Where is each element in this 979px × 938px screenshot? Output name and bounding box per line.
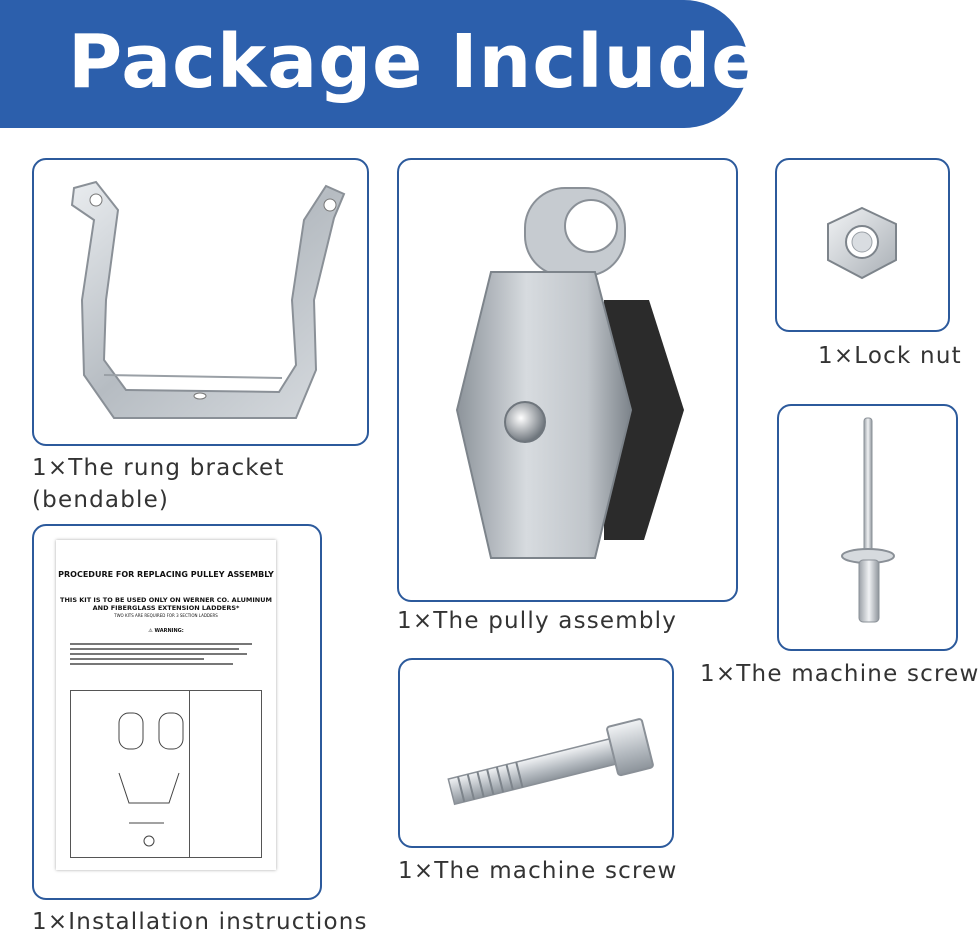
header-banner: Package Include: [0, 0, 761, 128]
document-warning: ⚠ WARNING:: [56, 628, 276, 634]
rung-bracket-caption-line1: 1×The rung bracket: [32, 455, 285, 481]
lock-nut-card: [775, 158, 950, 332]
document-warning-label: WARNING:: [154, 628, 184, 634]
components-table: [70, 690, 262, 858]
rung-bracket-caption-line2: (bendable): [32, 487, 170, 513]
rung-bracket-image: [70, 180, 346, 419]
document-note: TWO KITS ARE REQUIRED FOR 3 SECTION LADD…: [114, 613, 218, 618]
rung-bracket-caption: 1×The rung bracket (bendable): [32, 452, 362, 516]
instructions-caption: 1×Installation instructions: [32, 909, 368, 935]
lock-nut-image: [827, 206, 897, 280]
components-sketch: [118, 712, 184, 847]
machine-screw-card: [398, 658, 674, 848]
instructions-card: PROCEDURE FOR REPLACING PULLEY ASSEMBLY …: [32, 524, 322, 900]
rung-bracket-card: [32, 158, 369, 446]
rivet-image: [841, 417, 895, 623]
pulley-assembly-caption: 1×The pully assembly: [397, 608, 678, 634]
document-title: PROCEDURE FOR REPLACING PULLEY ASSEMBLY: [58, 570, 274, 579]
warning-icon: ⚠: [148, 628, 153, 634]
pulley-assembly-image: [455, 187, 684, 559]
instructions-document: PROCEDURE FOR REPLACING PULLEY ASSEMBLY …: [56, 540, 276, 870]
rivet-card: [777, 404, 958, 651]
document-body-text: [70, 640, 262, 668]
lock-nut-caption: 1×Lock nut: [818, 343, 962, 369]
machine-screw-caption: 1×The machine screw: [398, 858, 678, 884]
machine-screw-image: [447, 718, 654, 806]
document-subtitle: THIS KIT IS TO BE USED ONLY ON WERNER CO…: [60, 596, 272, 612]
page-title: Package Include: [68, 19, 763, 105]
pulley-assembly-card: [397, 158, 738, 602]
rivet-caption: 1×The machine screw: [700, 661, 979, 687]
